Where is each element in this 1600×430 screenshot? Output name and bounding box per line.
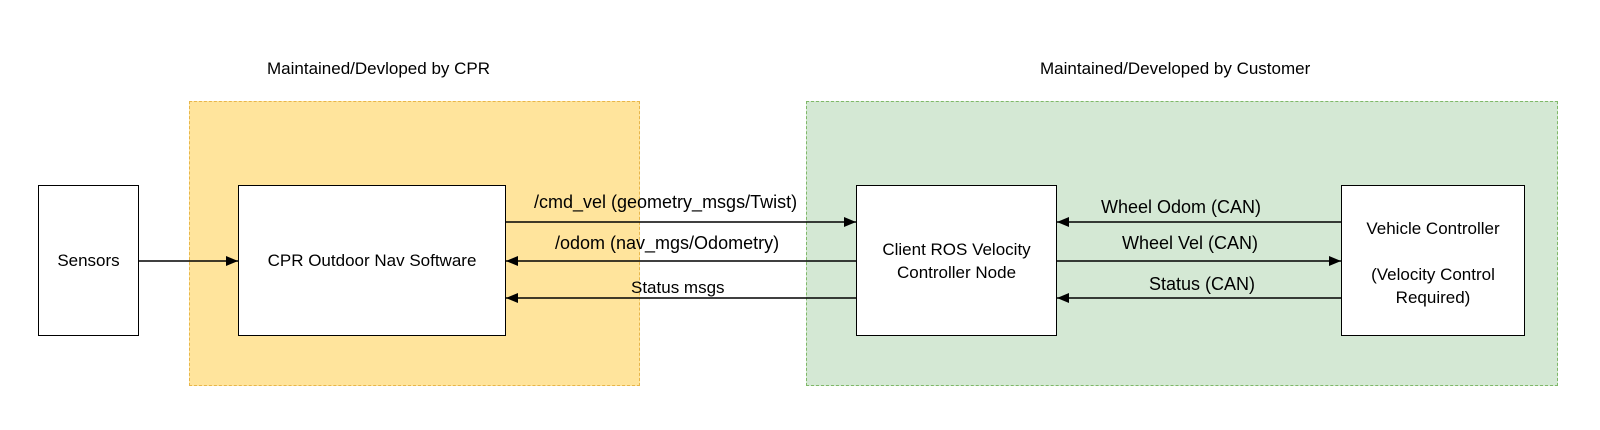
wheel-vel-label: Wheel Vel (CAN) (1122, 233, 1259, 253)
vehicle-line2: (Velocity Control (1371, 265, 1495, 284)
vehicle-controller-box: Vehicle Controller (Velocity Control Req… (1341, 185, 1525, 336)
customer-region-title: Maintained/Developed by Customer (1040, 59, 1311, 78)
cmd-vel-label: /cmd_vel (geometry_msgs/Twist) (534, 192, 798, 212)
vehicle-line3: Required) (1395, 288, 1471, 307)
sensors-label: Sensors (57, 251, 120, 270)
odom-label: /odom (nav_mgs/Odometry) (555, 233, 780, 253)
status-msgs-label: Status msgs (631, 278, 725, 297)
cpr-nav-box: CPR Outdoor Nav Software (238, 185, 506, 336)
cpr-region-title: Maintained/Devloped by CPR (267, 59, 491, 78)
status-can-label: Status (CAN) (1149, 274, 1256, 294)
sensors-box: Sensors (38, 185, 139, 336)
client-ros-box: Client ROS Velocity Controller Node (856, 185, 1057, 336)
client-ros-line2: Controller Node (896, 262, 1017, 282)
vehicle-line1: Vehicle Controller (1366, 219, 1500, 238)
wheel-odom-label: Wheel Odom (CAN) (1101, 197, 1262, 217)
client-ros-line1: Client ROS Velocity (882, 239, 1031, 259)
cpr-nav-label: CPR Outdoor Nav Software (267, 251, 477, 270)
